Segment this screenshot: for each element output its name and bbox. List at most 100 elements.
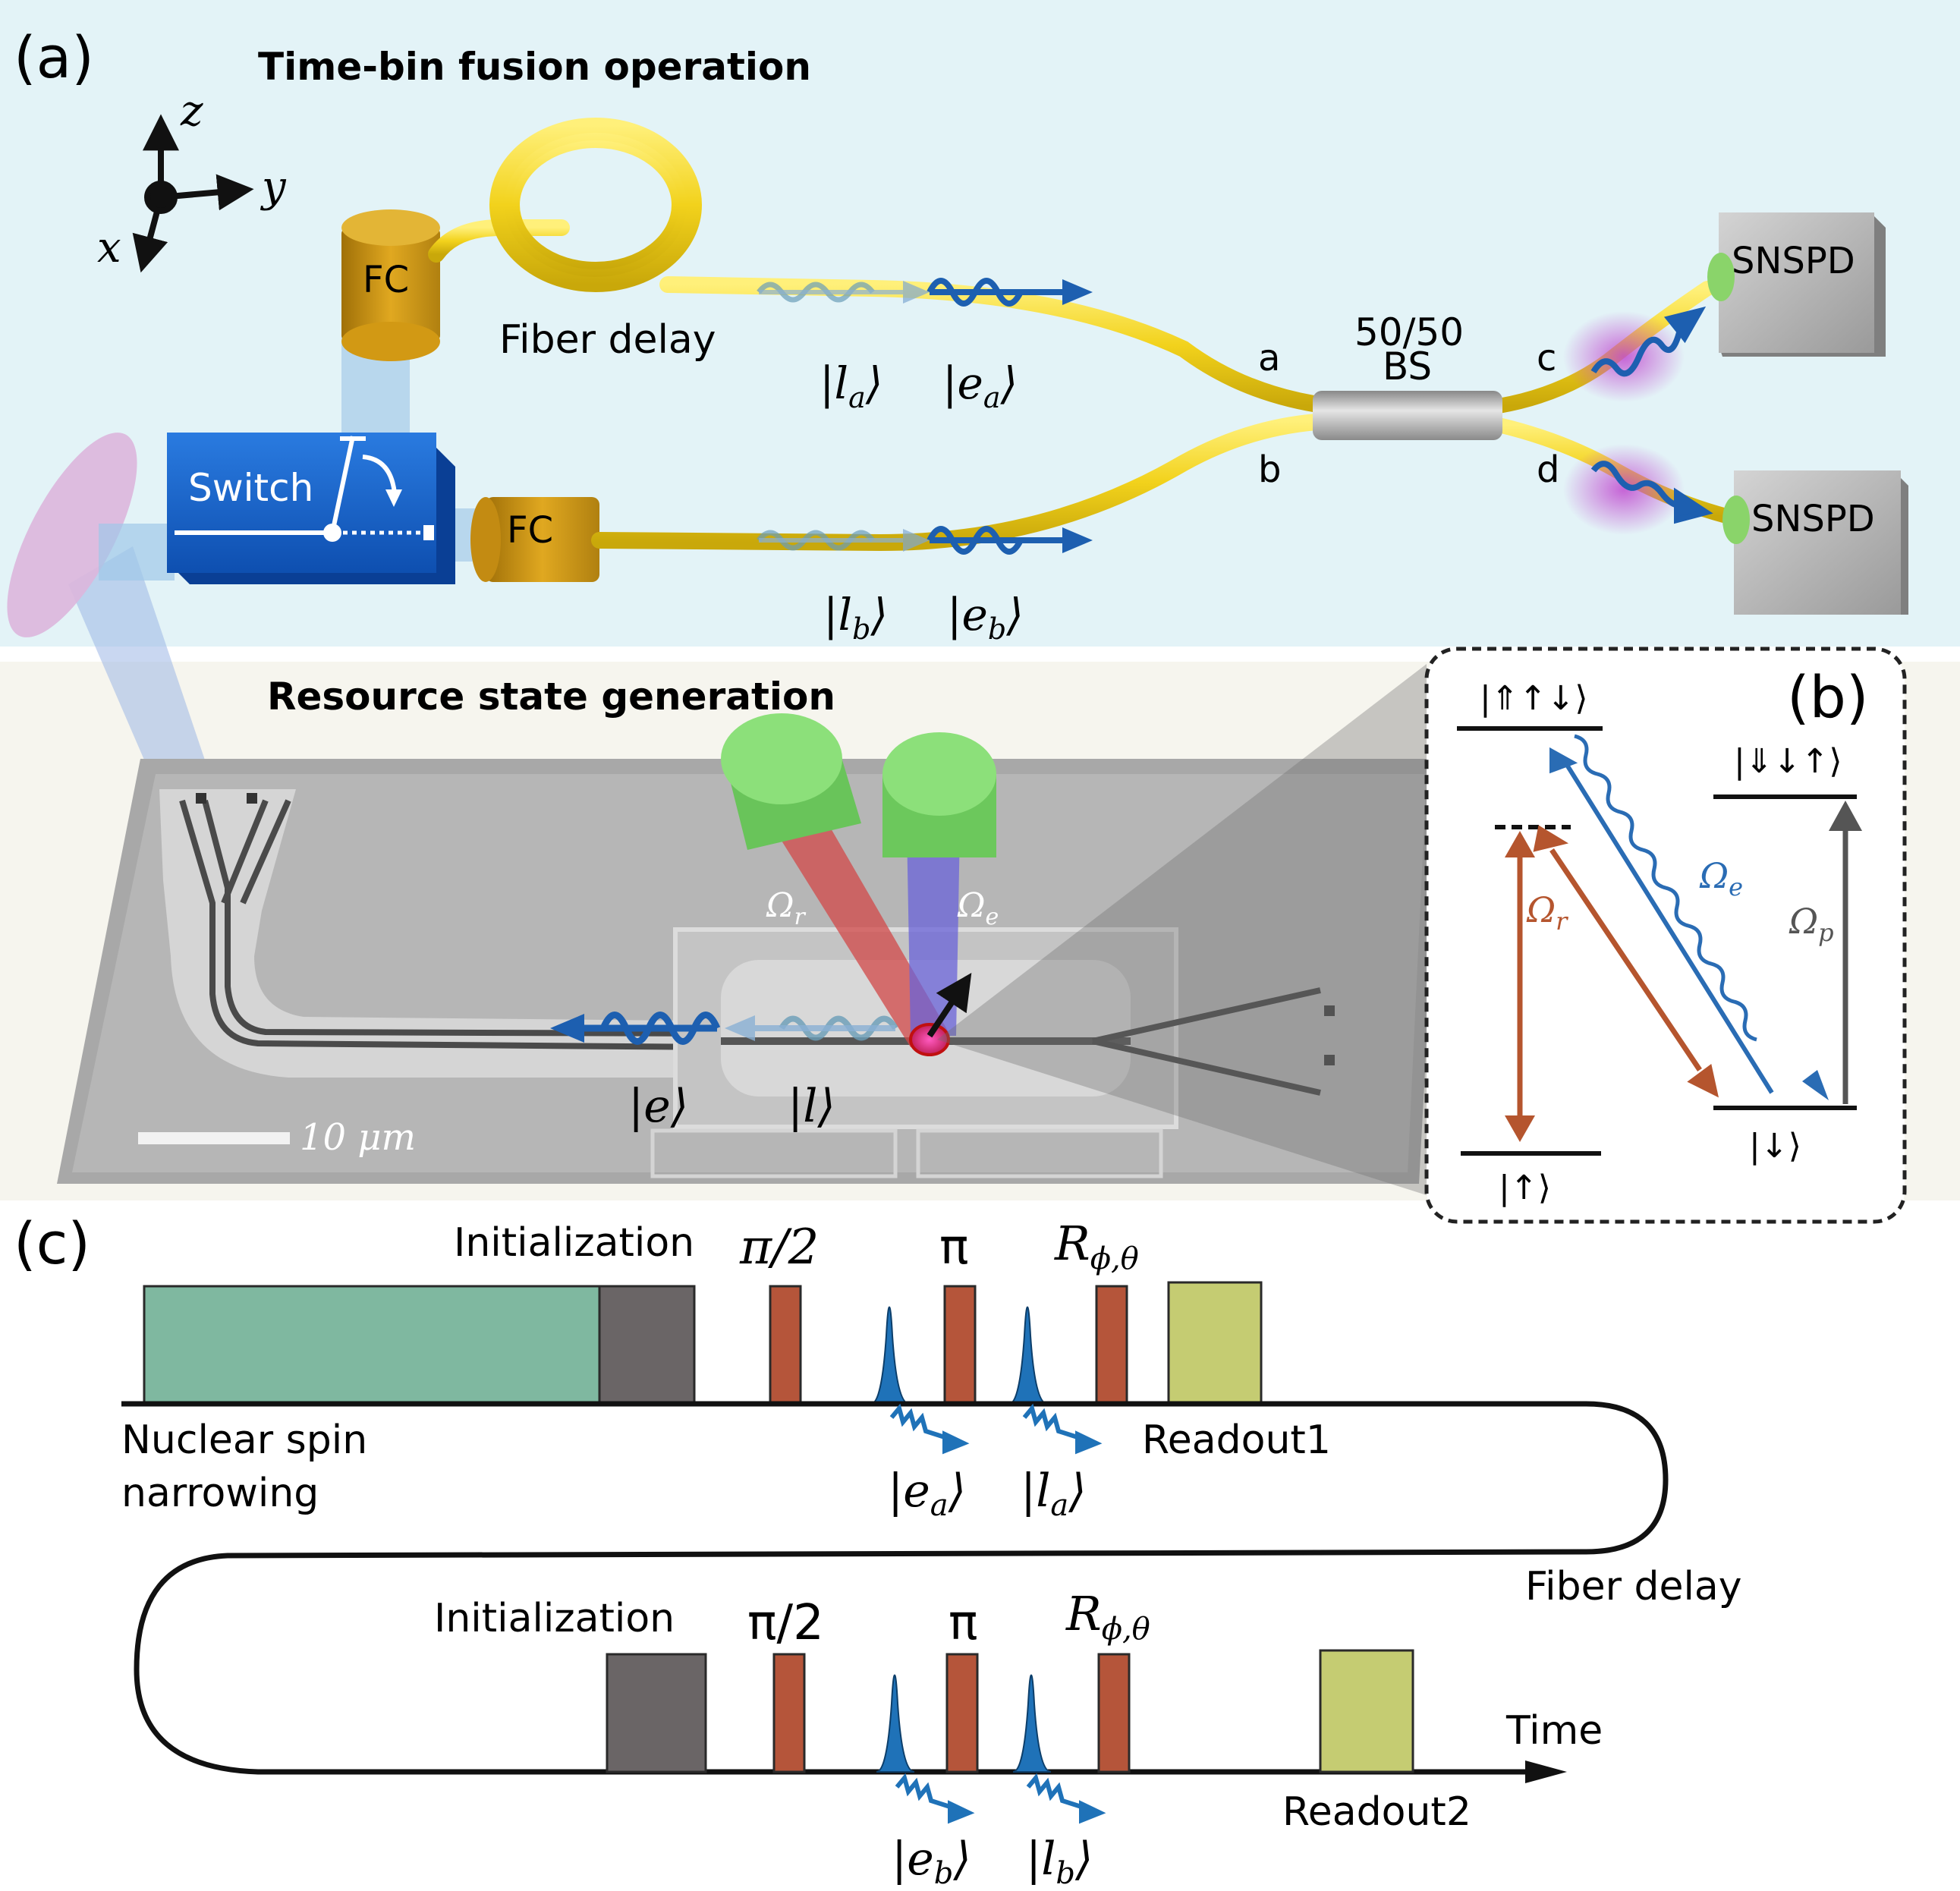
row2-ket-1: |eb⟩ [892, 1833, 971, 1891]
svg-text:|la⟩: |la⟩ [1021, 1465, 1087, 1523]
svg-text:Rϕ,θ: Rϕ,θ [1054, 1216, 1139, 1276]
svg-text:|lb⟩: |lb⟩ [823, 589, 888, 646]
row1-rotation: Rϕ,θ [1054, 1216, 1139, 1276]
spin-arrow [927, 973, 972, 1038]
row1-init-block [598, 1285, 696, 1405]
ket-la: |la⟩ [820, 357, 882, 414]
row2-photon-peak-2 [1012, 1674, 1052, 1773]
port-b-label: b [1258, 448, 1281, 491]
timeline-path [121, 1401, 1669, 1775]
port-c-label: c [1537, 337, 1556, 379]
bs-label: BS [1383, 345, 1432, 389]
panel-a-title: Time-bin fusion operation [258, 45, 811, 89]
port-d-label: d [1537, 448, 1559, 491]
scale-bar [138, 1132, 290, 1144]
row2-rotation: Rϕ,θ [1065, 1586, 1150, 1647]
fiber-delay-c-label: Fiber delay [1525, 1564, 1742, 1609]
svg-text:|ea⟩: |ea⟩ [888, 1465, 966, 1523]
wavepacket-c [1590, 306, 1707, 377]
beam-red [759, 789, 949, 1047]
quantum-dot-spot [909, 1023, 950, 1056]
row2-pulse-1 [772, 1653, 806, 1773]
svg-text:Ωe: Ωe [1699, 855, 1743, 901]
row1-pi: π [939, 1219, 969, 1276]
wavepacket-ea [927, 278, 1093, 307]
laser-head-left [721, 713, 861, 850]
resource-title: Resource state generation [267, 675, 835, 719]
panel-a-label: (a) [14, 24, 94, 91]
level-up: |↑⟩ [1499, 1169, 1551, 1207]
svg-text:Ωe: Ωe [957, 886, 999, 930]
transition-p [1829, 801, 1862, 1104]
snspd-top [1707, 212, 1886, 357]
row1-readout-block [1167, 1281, 1263, 1405]
snspd-bottom [1722, 470, 1908, 615]
row2-photon-peak-1 [876, 1674, 915, 1773]
row2-pi: π [949, 1595, 978, 1651]
row1-narrowing-label-2: narrowing [121, 1471, 319, 1516]
row2-init-block [606, 1653, 707, 1773]
omega-p-b: Ωp [1789, 901, 1834, 947]
zoom-cone [937, 664, 1427, 1195]
transition-r-diagonal [1533, 825, 1719, 1098]
axes-icon [132, 114, 254, 273]
wavepacket-la [757, 281, 930, 304]
row1-init-label: Initialization [454, 1220, 694, 1266]
axis-z-label: z [180, 87, 203, 136]
row2-photon-emission-2 [1026, 1773, 1106, 1824]
timeline-arrowhead [1525, 1760, 1567, 1783]
row2-pi-half: π/2 [747, 1595, 824, 1651]
fc-top-label: FC [363, 259, 409, 301]
laser-head-right [882, 732, 996, 857]
svg-text:Ωr: Ωr [766, 886, 806, 930]
ket-e-chip: |e⟩ [628, 1080, 688, 1133]
transition-r-vertical [1505, 831, 1535, 1142]
row1-narrowing-block [143, 1285, 601, 1405]
snspd-top-label: SNSPD [1732, 240, 1855, 282]
fc-top [341, 209, 440, 361]
glow-c [1563, 311, 1685, 402]
fiber-delay-label: Fiber delay [499, 317, 716, 363]
glow-d [1563, 444, 1685, 535]
ket-ea: |ea⟩ [942, 357, 1018, 414]
svg-text:Ωr: Ωr [1526, 889, 1568, 936]
beam-mirror-to-switch [99, 524, 175, 581]
level-top: |⇑↑↓⟩ [1480, 679, 1588, 718]
omega-e-b: Ωe [1699, 855, 1743, 901]
row1-ket-1: |ea⟩ [888, 1465, 966, 1523]
mirror [7, 433, 137, 637]
wavepacket-d [1590, 461, 1713, 524]
row1-photon-peak-1 [870, 1306, 910, 1405]
fc-bottom [470, 497, 599, 582]
ket-lb: |lb⟩ [823, 589, 888, 646]
bs-ratio: 50/50 [1354, 310, 1464, 354]
row1-pulse-2 [943, 1285, 977, 1405]
panel-c-label: (c) [14, 1210, 90, 1277]
omega-r-chip: Ωr [766, 886, 806, 930]
wavepacket-l-chip [725, 1015, 898, 1041]
row1-ket-2: |la⟩ [1021, 1465, 1087, 1523]
level-right-top: |⇓↓↑⟩ [1734, 742, 1842, 781]
row1-pulse-3 [1095, 1285, 1128, 1405]
chip [57, 759, 1442, 1184]
row2-pulse-2 [945, 1653, 979, 1773]
row1-narrowing-label-1: Nuclear spin [121, 1417, 367, 1463]
row1-pulse-1 [769, 1285, 802, 1405]
panel-b-box [1424, 647, 1907, 1224]
row2-init-label: Initialization [434, 1596, 675, 1641]
svg-text:|eb⟩: |eb⟩ [892, 1833, 971, 1888]
transition-e-straight [1549, 747, 1774, 1094]
svg-text:Ωp: Ωp [1789, 901, 1834, 947]
row1-photon-peak-2 [1008, 1306, 1048, 1405]
switch-block [167, 433, 455, 584]
svg-text:|eb⟩: |eb⟩ [947, 589, 1024, 646]
row2-pulse-3 [1097, 1653, 1131, 1773]
svg-text:|la⟩: |la⟩ [820, 357, 882, 414]
scale-bar-label: 10 μm [300, 1116, 416, 1159]
row1-readout-label: Readout1 [1142, 1417, 1331, 1463]
level-down: |↓⟩ [1749, 1127, 1801, 1166]
omega-r-b: Ωr [1526, 889, 1568, 936]
row2-readout-block [1319, 1649, 1414, 1773]
ket-l-chip: |l⟩ [788, 1080, 835, 1133]
